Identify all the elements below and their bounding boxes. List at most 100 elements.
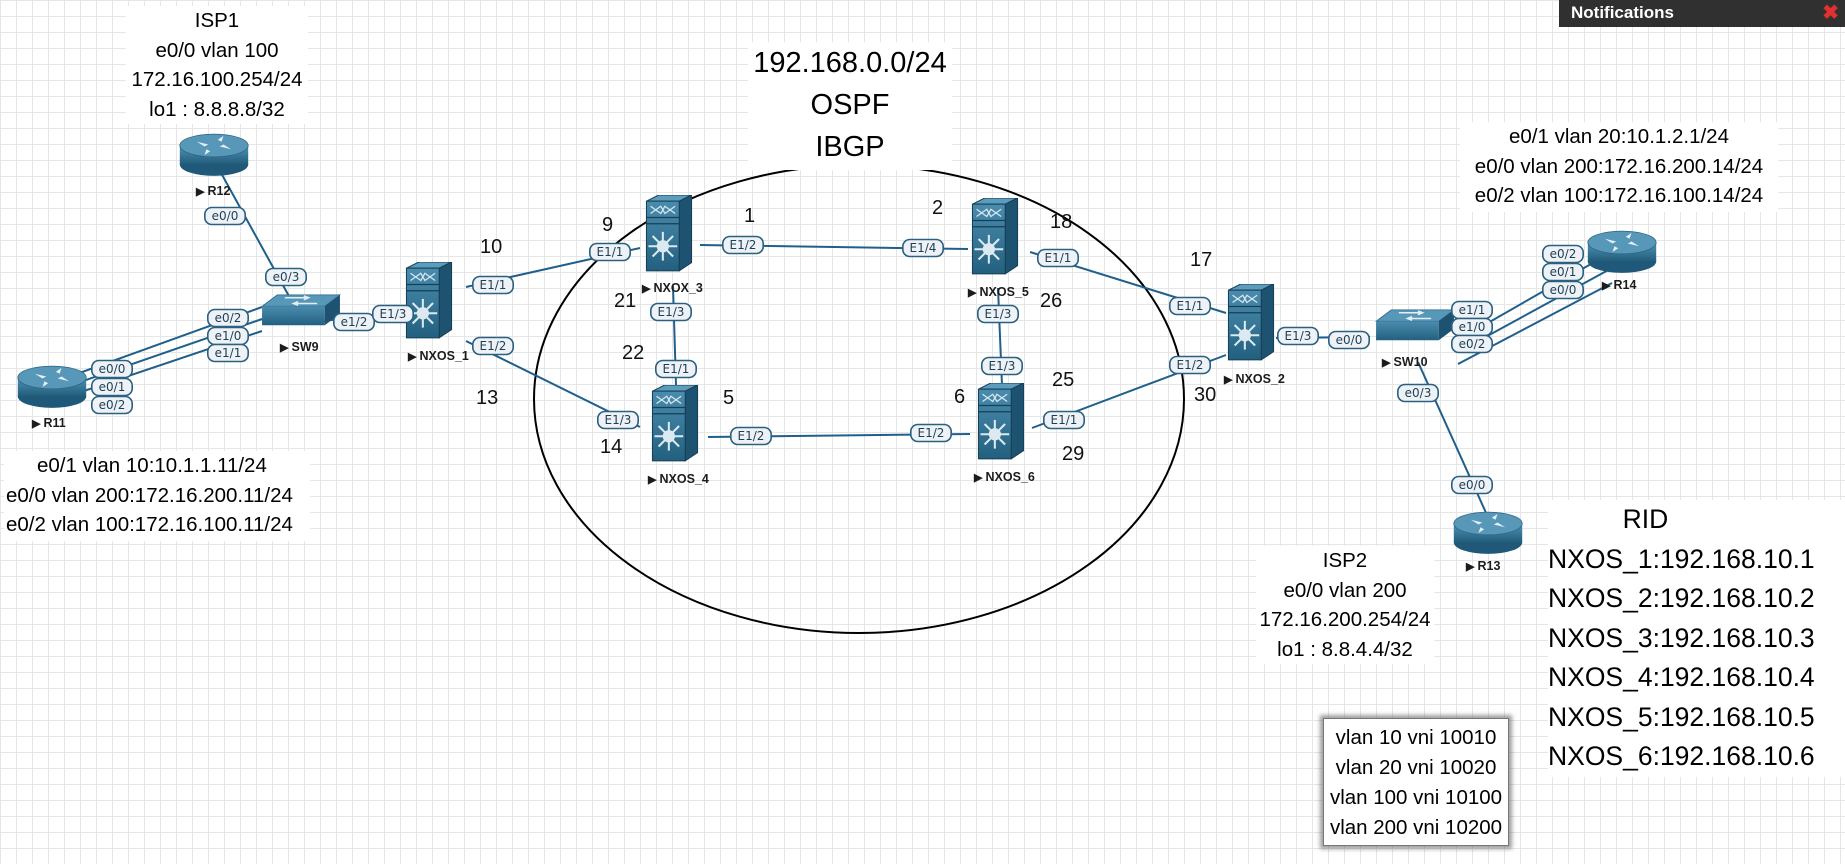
port-label: e0/2 [91,395,134,415]
r14-info-line: e0/1 vlan 20:10.1.2.1/24 [1509,125,1729,148]
port-label: E1/4 [901,238,944,258]
link-number: 6 [954,386,966,408]
nexus-switch-icon[interactable] [645,195,693,272]
nexus-switch-icon[interactable] [651,385,699,462]
isp1-line: e0/0 vlan 100 [155,38,279,62]
port-label: e1/0 [207,326,250,346]
nexus-switch-icon[interactable] [1227,284,1275,361]
port-label: E1/2 [721,235,764,255]
svg-text:E1/2: E1/2 [738,429,765,443]
nexus-switch-icon[interactable] [405,262,453,339]
link-number: 25 [1052,369,1075,391]
port-label: e0/0 [91,359,134,379]
svg-text:e0/2: e0/2 [1459,337,1486,351]
isp1-line: 172.16.100.254/24 [131,68,303,91]
vni-line: vlan 100 vni 10100 [1329,786,1503,809]
close-icon[interactable]: ✖ [1822,2,1839,24]
link-number: 2 [932,197,944,219]
switch-icon[interactable] [261,294,341,327]
nexus-switch-icon[interactable] [971,198,1019,275]
svg-text:E1/1: E1/1 [1045,251,1072,265]
r11-info: e0/1 vlan 10:10.1.1.11/24 e0/0 vlan 200:… [4,451,310,541]
svg-text:E1/2: E1/2 [1177,358,1204,372]
port-label: e0/0 [1542,280,1585,300]
node-name-nxos2: ▶ NXOS_2 [1223,372,1285,386]
svg-text:E1/3: E1/3 [989,359,1016,373]
port-label: E1/2 [909,423,952,443]
port-label: e0/2 [1451,334,1494,354]
node-name-nxos5: ▶ NXOS_5 [967,285,1029,299]
port-label: E1/3 [596,410,639,430]
svg-text:E1/1: E1/1 [1177,299,1204,313]
notifications-bar[interactable]: Notifications ✖ [1559,0,1845,27]
port-label: E1/2 [729,426,772,446]
r14-info: e0/1 vlan 20:10.1.2.1/24 e0/0 vlan 200:1… [1460,122,1778,212]
port-label: e0/1 [91,377,134,397]
svg-text:e0/0: e0/0 [99,362,126,376]
area-protocol-ospf: OSPF [810,89,890,121]
link-number: 17 [1190,249,1213,271]
node-name-nxos4: ▶ NXOS_4 [647,472,709,486]
link-number: 9 [602,214,614,236]
port-label: E1/3 [976,304,1019,324]
svg-text:e0/3: e0/3 [1405,386,1432,400]
svg-text:E1/2: E1/2 [918,426,945,440]
node-name-nxos1: ▶ NXOS_1 [407,349,469,363]
isp2-line: lo1 : 8.8.4.4/32 [1277,637,1413,661]
rid-entry: NXOS_2:192.168.10.2 [1548,583,1815,613]
port-label: e1/0 [1451,317,1494,337]
port-label: E1/1 [588,242,631,262]
rid-entry: NXOS_6:192.168.10.6 [1548,741,1815,771]
nexus-switch-icon[interactable] [977,383,1025,460]
router-icon[interactable] [1453,511,1523,555]
svg-text:E1/3: E1/3 [605,413,632,427]
rid-title: RID [1622,504,1669,534]
svg-text:e0/0: e0/0 [1336,333,1363,347]
svg-text:E1/1: E1/1 [480,278,507,292]
port-label: e0/1 [1542,262,1585,282]
port-label: e1/1 [207,343,250,363]
port-label: E1/1 [654,359,697,379]
rid-list: RID NXOS_1:192.168.10.1 NXOS_2:192.168.1… [1548,500,1845,777]
node-name-sw10: ▶ SW10 [1381,355,1428,369]
link-number: 30 [1194,384,1217,406]
isp1-info: ISP1 e0/0 vlan 100 172.16.100.254/24 lo1… [126,6,308,124]
svg-text:E1/1: E1/1 [597,245,624,259]
rid-entry: NXOS_4:192.168.10.4 [1548,662,1815,692]
isp2-line: e0/0 vlan 200 [1283,578,1407,602]
svg-text:e1/1: e1/1 [1459,303,1486,317]
port-label: E1/3 [1277,326,1320,346]
router-icon[interactable] [179,133,249,177]
router-icon[interactable] [17,365,87,409]
rid-entry: NXOS_3:192.168.10.3 [1548,622,1815,653]
port-label: e0/2 [207,308,250,328]
svg-text:e0/0: e0/0 [1550,283,1577,297]
link-number: 29 [1062,443,1085,465]
vni-line: vlan 10 vni 10010 [1335,726,1497,749]
svg-text:e0/1: e0/1 [99,380,126,394]
svg-text:E1/3: E1/3 [1285,329,1312,343]
link-number: 21 [614,290,637,312]
r14-info-line: e0/2 vlan 100:172.16.100.14/24 [1474,184,1764,207]
isp2-title: ISP2 [1322,549,1368,572]
svg-text:e0/2: e0/2 [215,311,242,325]
svg-text:e0/2: e0/2 [99,398,126,412]
port-label: e1/1 [1451,300,1494,320]
link-number: 14 [600,436,623,458]
switch-icon[interactable] [1375,309,1455,342]
port-label: e0/0 [204,206,247,226]
port-label: E1/1 [471,275,514,295]
link-number: 1 [744,205,756,227]
port-label: E1/1 [1037,248,1080,268]
router-icon[interactable] [1587,230,1657,274]
svg-text:e0/0: e0/0 [212,209,239,223]
port-label: E1/1 [1043,410,1086,430]
port-label: E1/2 [1169,355,1212,375]
port-label: E1/3 [371,304,414,324]
svg-text:E1/2: E1/2 [480,339,507,353]
port-label: E1/2 [471,336,514,356]
node-name-r12: ▶ R12 [195,184,230,198]
svg-text:e0/3: e0/3 [273,270,300,284]
vni-line: vlan 200 vni 10200 [1329,816,1503,839]
isp1-title: ISP1 [194,9,240,32]
